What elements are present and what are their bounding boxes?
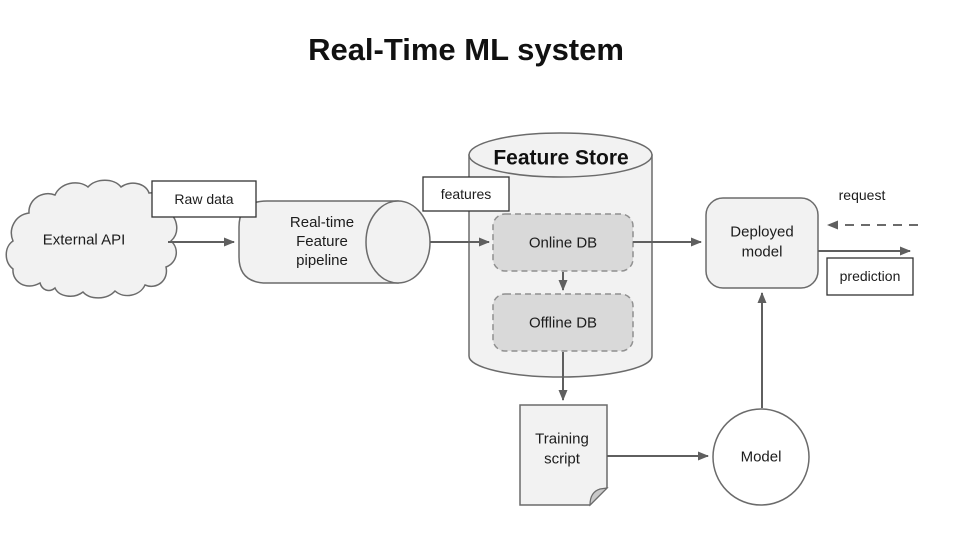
features-label-box (422, 176, 510, 212)
feature-store-cylinder-top (468, 132, 653, 178)
pipeline-cylinder-end (365, 200, 431, 284)
external-api-cloud-shape (5, 179, 178, 299)
prediction-label-box (826, 257, 914, 296)
online-db-box (492, 213, 634, 272)
deployed-model-box (705, 197, 819, 289)
model-circle (712, 408, 810, 506)
offline-db-box (492, 293, 634, 352)
training-script-document (519, 404, 608, 506)
raw-data-label-box (151, 180, 257, 218)
training-script-folded-corner (589, 487, 609, 507)
